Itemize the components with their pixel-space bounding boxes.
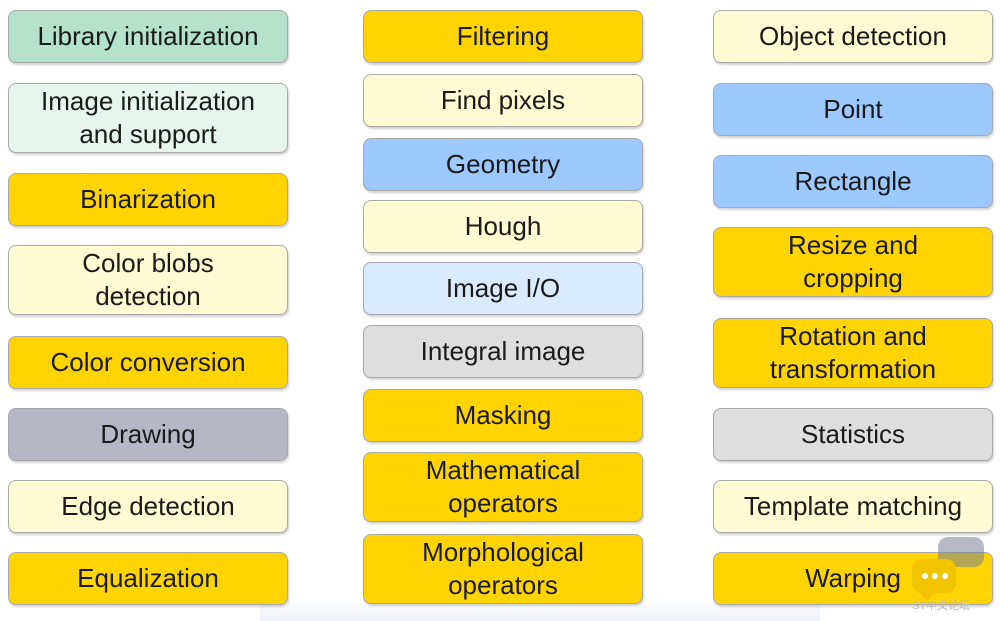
category-label: Integral image bbox=[420, 336, 586, 366]
category-box-geometry: Geometry bbox=[363, 138, 643, 191]
category-box-edge-detection: Edge detection bbox=[8, 480, 288, 533]
category-box-masking: Masking bbox=[363, 389, 643, 442]
category-label: Resize and cropping bbox=[787, 230, 919, 293]
category-label: Image I/O bbox=[445, 273, 561, 303]
category-box-morphological-operators: Morphological operators bbox=[363, 534, 643, 604]
category-label: Rectangle bbox=[794, 166, 912, 196]
category-label: Hough bbox=[464, 211, 542, 241]
category-box-equalization: Equalization bbox=[8, 552, 288, 605]
chat-dots-icon bbox=[922, 573, 948, 579]
category-label: Color conversion bbox=[50, 347, 246, 377]
category-box-template-matching: Template matching bbox=[713, 480, 993, 533]
category-box-drawing: Drawing bbox=[8, 408, 288, 461]
category-label: Statistics bbox=[800, 419, 906, 449]
category-label: Image initialization and support bbox=[41, 86, 255, 149]
category-box-rectangle: Rectangle bbox=[713, 155, 993, 208]
category-box-mathematical-operators: Mathematical operators bbox=[363, 452, 643, 522]
category-box-point: Point bbox=[713, 83, 993, 136]
category-label: Library initialization bbox=[37, 21, 259, 51]
category-box-binarization: Binarization bbox=[8, 173, 288, 226]
category-label: Edge detection bbox=[61, 491, 235, 521]
category-box-object-detection: Object detection bbox=[713, 10, 993, 63]
category-label: Binarization bbox=[80, 184, 216, 214]
category-box-resize-and-cropping: Resize and cropping bbox=[713, 227, 993, 297]
category-box-color-blobs-detection: Color blobs detection bbox=[8, 245, 288, 315]
category-box-filtering: Filtering bbox=[363, 10, 643, 63]
category-label: Mathematical operators bbox=[425, 455, 581, 518]
category-box-image-initialization-and-support: Image initialization and support bbox=[8, 83, 288, 153]
category-box-color-conversion: Color conversion bbox=[8, 336, 288, 389]
category-label: Warping bbox=[805, 563, 901, 593]
category-label: Color blobs detection bbox=[82, 248, 214, 311]
category-box-statistics: Statistics bbox=[713, 408, 993, 461]
category-box-image-i-o: Image I/O bbox=[363, 262, 643, 315]
watermark-text: ST中文论坛 bbox=[912, 600, 971, 612]
category-label: Morphological operators bbox=[422, 537, 584, 600]
category-label: Geometry bbox=[445, 149, 561, 179]
category-label: Find pixels bbox=[440, 85, 566, 115]
category-label: Point bbox=[823, 94, 883, 124]
category-box-find-pixels: Find pixels bbox=[363, 74, 643, 127]
category-label: Filtering bbox=[456, 21, 550, 51]
category-label: Masking bbox=[454, 400, 552, 430]
category-box-rotation-and-transformation: Rotation and transformation bbox=[713, 318, 993, 388]
category-box-hough: Hough bbox=[363, 200, 643, 253]
watermark: ST中文论坛 bbox=[912, 537, 992, 613]
category-label: Equalization bbox=[77, 563, 219, 593]
category-label: Drawing bbox=[100, 419, 196, 449]
category-box-library-initialization: Library initialization bbox=[8, 10, 288, 63]
category-label: Template matching bbox=[743, 491, 963, 521]
category-box-integral-image: Integral image bbox=[363, 325, 643, 378]
category-label: Rotation and transformation bbox=[769, 321, 937, 384]
category-label: Object detection bbox=[759, 21, 947, 51]
